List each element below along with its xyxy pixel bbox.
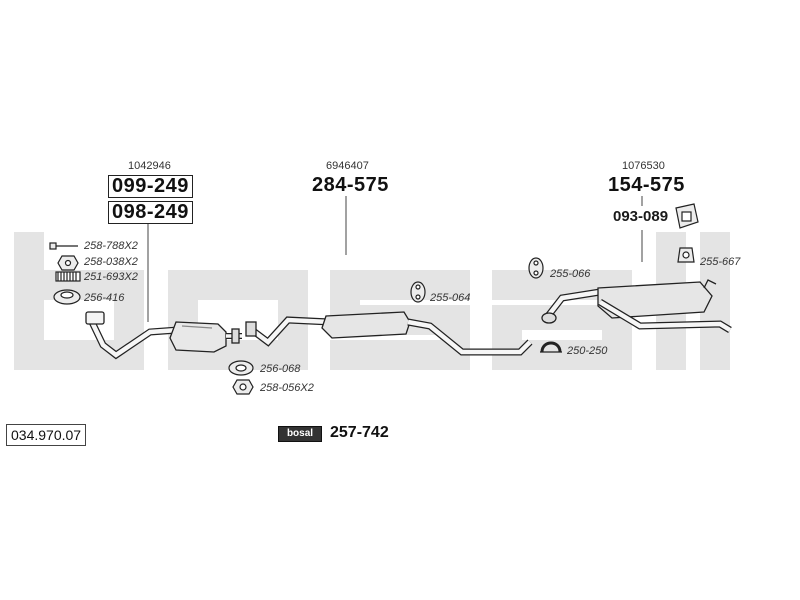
clamp-icon: [540, 341, 562, 353]
reference-number: 1042946: [128, 160, 171, 172]
rubber-hanger-icon: [410, 281, 426, 303]
bosal-logo: bosal: [278, 426, 322, 442]
reference-number: 6946407: [326, 160, 369, 172]
part-code[interactable]: 284-575: [312, 174, 389, 196]
part-label[interactable]: 256-416: [84, 292, 125, 304]
part-label[interactable]: 251-693X2: [84, 271, 138, 283]
front-pipe-catalyst: [85, 311, 242, 360]
bolt-icon: [49, 242, 78, 250]
part-code[interactable]: 093-089: [613, 208, 669, 225]
part-code-box[interactable]: 099-249: [108, 175, 193, 198]
part-label[interactable]: 250-250: [567, 345, 608, 357]
part-label[interactable]: 258-056X2: [260, 382, 314, 394]
rubber-hanger-icon: [528, 257, 544, 279]
part-label[interactable]: 258-038X2: [84, 256, 138, 268]
nut-icon: [57, 255, 79, 271]
flange-gasket-icon: [228, 360, 254, 376]
part-label[interactable]: 255-667: [700, 256, 741, 268]
part-label[interactable]: 255-066: [550, 268, 591, 280]
spring-icon: [55, 271, 81, 282]
bracket-icon: [675, 203, 699, 229]
kit-code[interactable]: 257-742: [330, 424, 389, 441]
gasket-ring-icon: [53, 289, 81, 305]
nut-icon: [232, 379, 254, 395]
part-label[interactable]: 258-788X2: [84, 240, 138, 252]
part-label[interactable]: 256-068: [260, 363, 301, 375]
middle-pipe-silencer: [245, 311, 533, 356]
part-code[interactable]: 154-575: [608, 174, 685, 196]
part-code-box[interactable]: 098-249: [108, 201, 193, 224]
part-label[interactable]: 255-064: [430, 292, 471, 304]
hanger-mount-icon: [677, 247, 695, 263]
rear-muffler: [541, 279, 732, 334]
catalog-number: 034.970.07: [6, 424, 87, 446]
reference-number: 1076530: [622, 160, 665, 172]
